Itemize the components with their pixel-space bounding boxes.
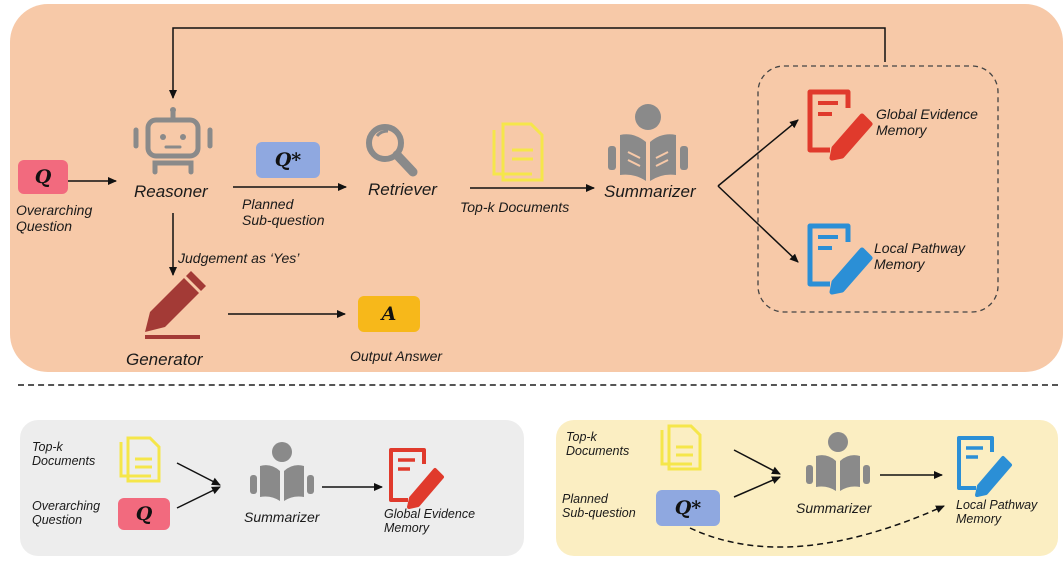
- pencil-icon: [145, 271, 206, 339]
- feedback-loop-arrow: [169, 27, 886, 99]
- subquestion-to-summarizer-arrow: [733, 476, 781, 498]
- subquestion-symbol: Q*: [274, 149, 302, 171]
- overarching-question-label: Overarching Question: [16, 202, 93, 235]
- edit-document-icon: [807, 89, 873, 161]
- reasoner-label: Reasoner: [134, 182, 208, 201]
- memory-group-box: [757, 65, 999, 313]
- docs-to-summarizer-arrow: [733, 449, 781, 475]
- edit-document-icon: [389, 448, 444, 509]
- retriever-label: Retriever: [368, 180, 437, 199]
- summarizer-to-local-arrow: [717, 185, 799, 263]
- document-icon: [660, 424, 702, 471]
- local-pathway-memory-label: Local Pathway Memory: [874, 240, 966, 273]
- document-icon: [119, 436, 161, 483]
- docs-to-summarizer-arrow: [176, 462, 221, 486]
- left-overarching-question-label: Overarching Question: [32, 499, 101, 528]
- right-topk-documents-label: Top-k Documents: [566, 430, 630, 459]
- reader-icon: [608, 104, 688, 181]
- left-question-chip: Q: [118, 498, 170, 530]
- left-global-evidence-memory-label: Global Evidence Memory: [384, 507, 476, 536]
- edit-document-icon: [807, 223, 873, 295]
- left-question-symbol: Q: [135, 503, 153, 525]
- reader-icon: [806, 432, 870, 491]
- subquestion-chip: Q*: [256, 142, 320, 178]
- planned-subquestion-label: Planned Sub-question: [242, 196, 325, 229]
- right-summarizer-label: Summarizer: [796, 500, 872, 516]
- right-local-pathway-memory-label: Local Pathway Memory: [956, 498, 1038, 527]
- edit-document-icon: [957, 436, 1012, 497]
- question-symbol: Q: [34, 166, 52, 188]
- summarizer-to-global-arrow: [717, 119, 799, 187]
- answer-chip: A: [358, 296, 420, 332]
- document-icon: [492, 122, 544, 182]
- right-planned-subquestion-label: Planned Sub-question: [562, 492, 636, 521]
- judgement-label: Judgement as ‘Yes’: [178, 250, 300, 266]
- magnifier-icon: [366, 124, 418, 177]
- subquestion-to-local-dashed-arrow: [689, 505, 945, 548]
- summarizer-label: Summarizer: [604, 182, 696, 201]
- question-chip: Q: [18, 160, 68, 194]
- answer-symbol: A: [381, 303, 397, 325]
- robot-icon: [133, 107, 213, 175]
- section-divider: [18, 384, 1058, 386]
- left-summarizer-label: Summarizer: [244, 509, 320, 525]
- right-subquestion-symbol: Q*: [674, 497, 702, 519]
- topk-documents-label: Top-k Documents: [460, 199, 570, 215]
- output-answer-label: Output Answer: [350, 348, 443, 364]
- global-evidence-memory-label: Global Evidence Memory: [876, 106, 978, 139]
- reader-icon: [250, 442, 314, 501]
- left-topk-documents-label: Top-k Documents: [32, 440, 96, 469]
- question-to-summarizer-arrow: [176, 486, 221, 509]
- generator-label: Generator: [126, 350, 203, 369]
- right-subquestion-chip: Q*: [656, 490, 720, 526]
